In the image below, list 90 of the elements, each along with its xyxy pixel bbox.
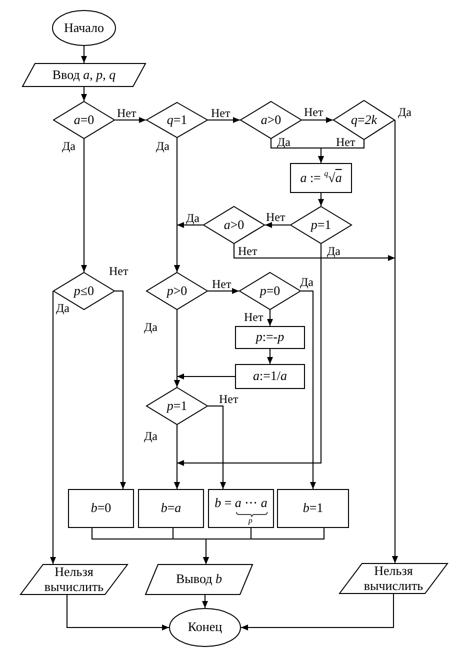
- flow-arrow: [81, 138, 87, 272]
- process-box: [290, 163, 352, 193]
- flow-arrow: [174, 374, 236, 388]
- decision-diamond: [203, 206, 265, 244]
- flow-arrow: [302, 117, 334, 123]
- edge-label: Нет: [266, 211, 286, 223]
- flow-arrow: [264, 222, 290, 228]
- flow-arrow: [240, 594, 394, 630]
- flow-arrow: [81, 86, 87, 102]
- flow-arrow: [174, 424, 180, 490]
- edge-label: Да: [56, 302, 70, 314]
- condition-text: a>0: [260, 112, 282, 128]
- io-text: Нельзя вычислить: [362, 564, 424, 594]
- flow-arrow: [318, 192, 324, 206]
- decision-diamond: [333, 100, 395, 140]
- flow-arrow: [203, 528, 324, 564]
- decision-diamond: [53, 101, 115, 139]
- io-parallelogram: [20, 564, 128, 595]
- io-text: Вывод b: [176, 572, 222, 587]
- assignment-text: b=0: [90, 501, 112, 516]
- edge-label: Да: [327, 245, 341, 257]
- flow-arrow: [202, 594, 208, 608]
- edge-label: Нет: [304, 106, 324, 118]
- flow-arrow: [300, 290, 316, 490]
- condition-text: a=0: [74, 112, 94, 128]
- decision-diamond: [146, 387, 208, 425]
- decision-diamond: [146, 272, 208, 310]
- process-box: [68, 489, 134, 528]
- flow-arrow: [81, 46, 87, 64]
- decision-diamond: [290, 206, 352, 244]
- decision-diamond: [240, 101, 302, 139]
- edge-label: Нет: [238, 245, 258, 257]
- condition-text: q=2k: [350, 112, 378, 128]
- io-text: Нельзя вычислить: [43, 564, 105, 594]
- condition-text: p=0: [260, 284, 280, 298]
- terminal-oval: [169, 608, 241, 647]
- process-box: [235, 364, 305, 389]
- flow-arrow: [208, 117, 240, 123]
- io-parallelogram: [339, 563, 448, 594]
- condition-text: p=1: [166, 398, 188, 414]
- flow-arrow: [208, 288, 240, 294]
- assignment-text: a := $^{q}$√a: [300, 170, 342, 186]
- flow-arrow: [174, 138, 180, 272]
- edge-label: Нет: [336, 136, 356, 148]
- decision-diamond: [146, 102, 208, 138]
- flow-arrow: [267, 348, 273, 364]
- process-box: [277, 489, 349, 528]
- brace-subscript: p: [248, 516, 252, 524]
- flow-arrow: [234, 244, 398, 564]
- process-box: [235, 326, 305, 349]
- edge-label: Нет: [212, 278, 232, 290]
- edge-label: Нет: [219, 393, 238, 405]
- flow-arrow: [267, 310, 273, 326]
- condition-text: q=1: [166, 112, 188, 128]
- flow-arrow: [318, 140, 364, 164]
- assignment-text: b=1: [302, 501, 324, 516]
- flow-arrow: [50, 290, 56, 564]
- condition-text: p>0: [166, 284, 188, 298]
- edge-label: Да: [398, 106, 412, 118]
- edge-label: Нет: [109, 265, 128, 277]
- condition-text: a>0: [224, 218, 244, 232]
- terminal-oval: [52, 10, 116, 46]
- condition-text: p≤0: [74, 284, 94, 298]
- edge-label: Да: [62, 140, 76, 152]
- assignment-text: p:=-p: [256, 330, 284, 345]
- decision-diamond: [239, 272, 301, 310]
- process-box: [208, 489, 274, 528]
- edge-label: Да: [156, 140, 170, 152]
- edge-label: Да: [277, 136, 291, 148]
- edge-label: Да: [186, 212, 200, 224]
- edge-label: Да: [144, 430, 158, 442]
- assignment-text: b=a: [160, 501, 182, 516]
- edge-label: Нет: [244, 311, 264, 323]
- flow-arrow: [208, 406, 226, 490]
- assignment-text: b = a ⋯ a: [214, 494, 268, 510]
- edge-label: Да: [300, 276, 314, 288]
- io-parallelogram: [145, 564, 253, 595]
- condition-text: p=1: [310, 218, 332, 232]
- edge-label: Да: [144, 321, 158, 333]
- terminal-text: Начало: [64, 20, 104, 36]
- edge-label: Нет: [117, 107, 136, 119]
- assignment-text: a:=1/a: [252, 369, 288, 384]
- edge-label: Нет: [211, 107, 230, 119]
- process-box: [138, 489, 204, 528]
- flow-arrow: [114, 117, 146, 123]
- io-parallelogram: [22, 63, 146, 87]
- io-text: Ввод a, p, q: [52, 68, 116, 82]
- flow-arrow: [66, 594, 170, 630]
- flow-arrow: [114, 290, 126, 490]
- terminal-text: Конец: [188, 620, 222, 635]
